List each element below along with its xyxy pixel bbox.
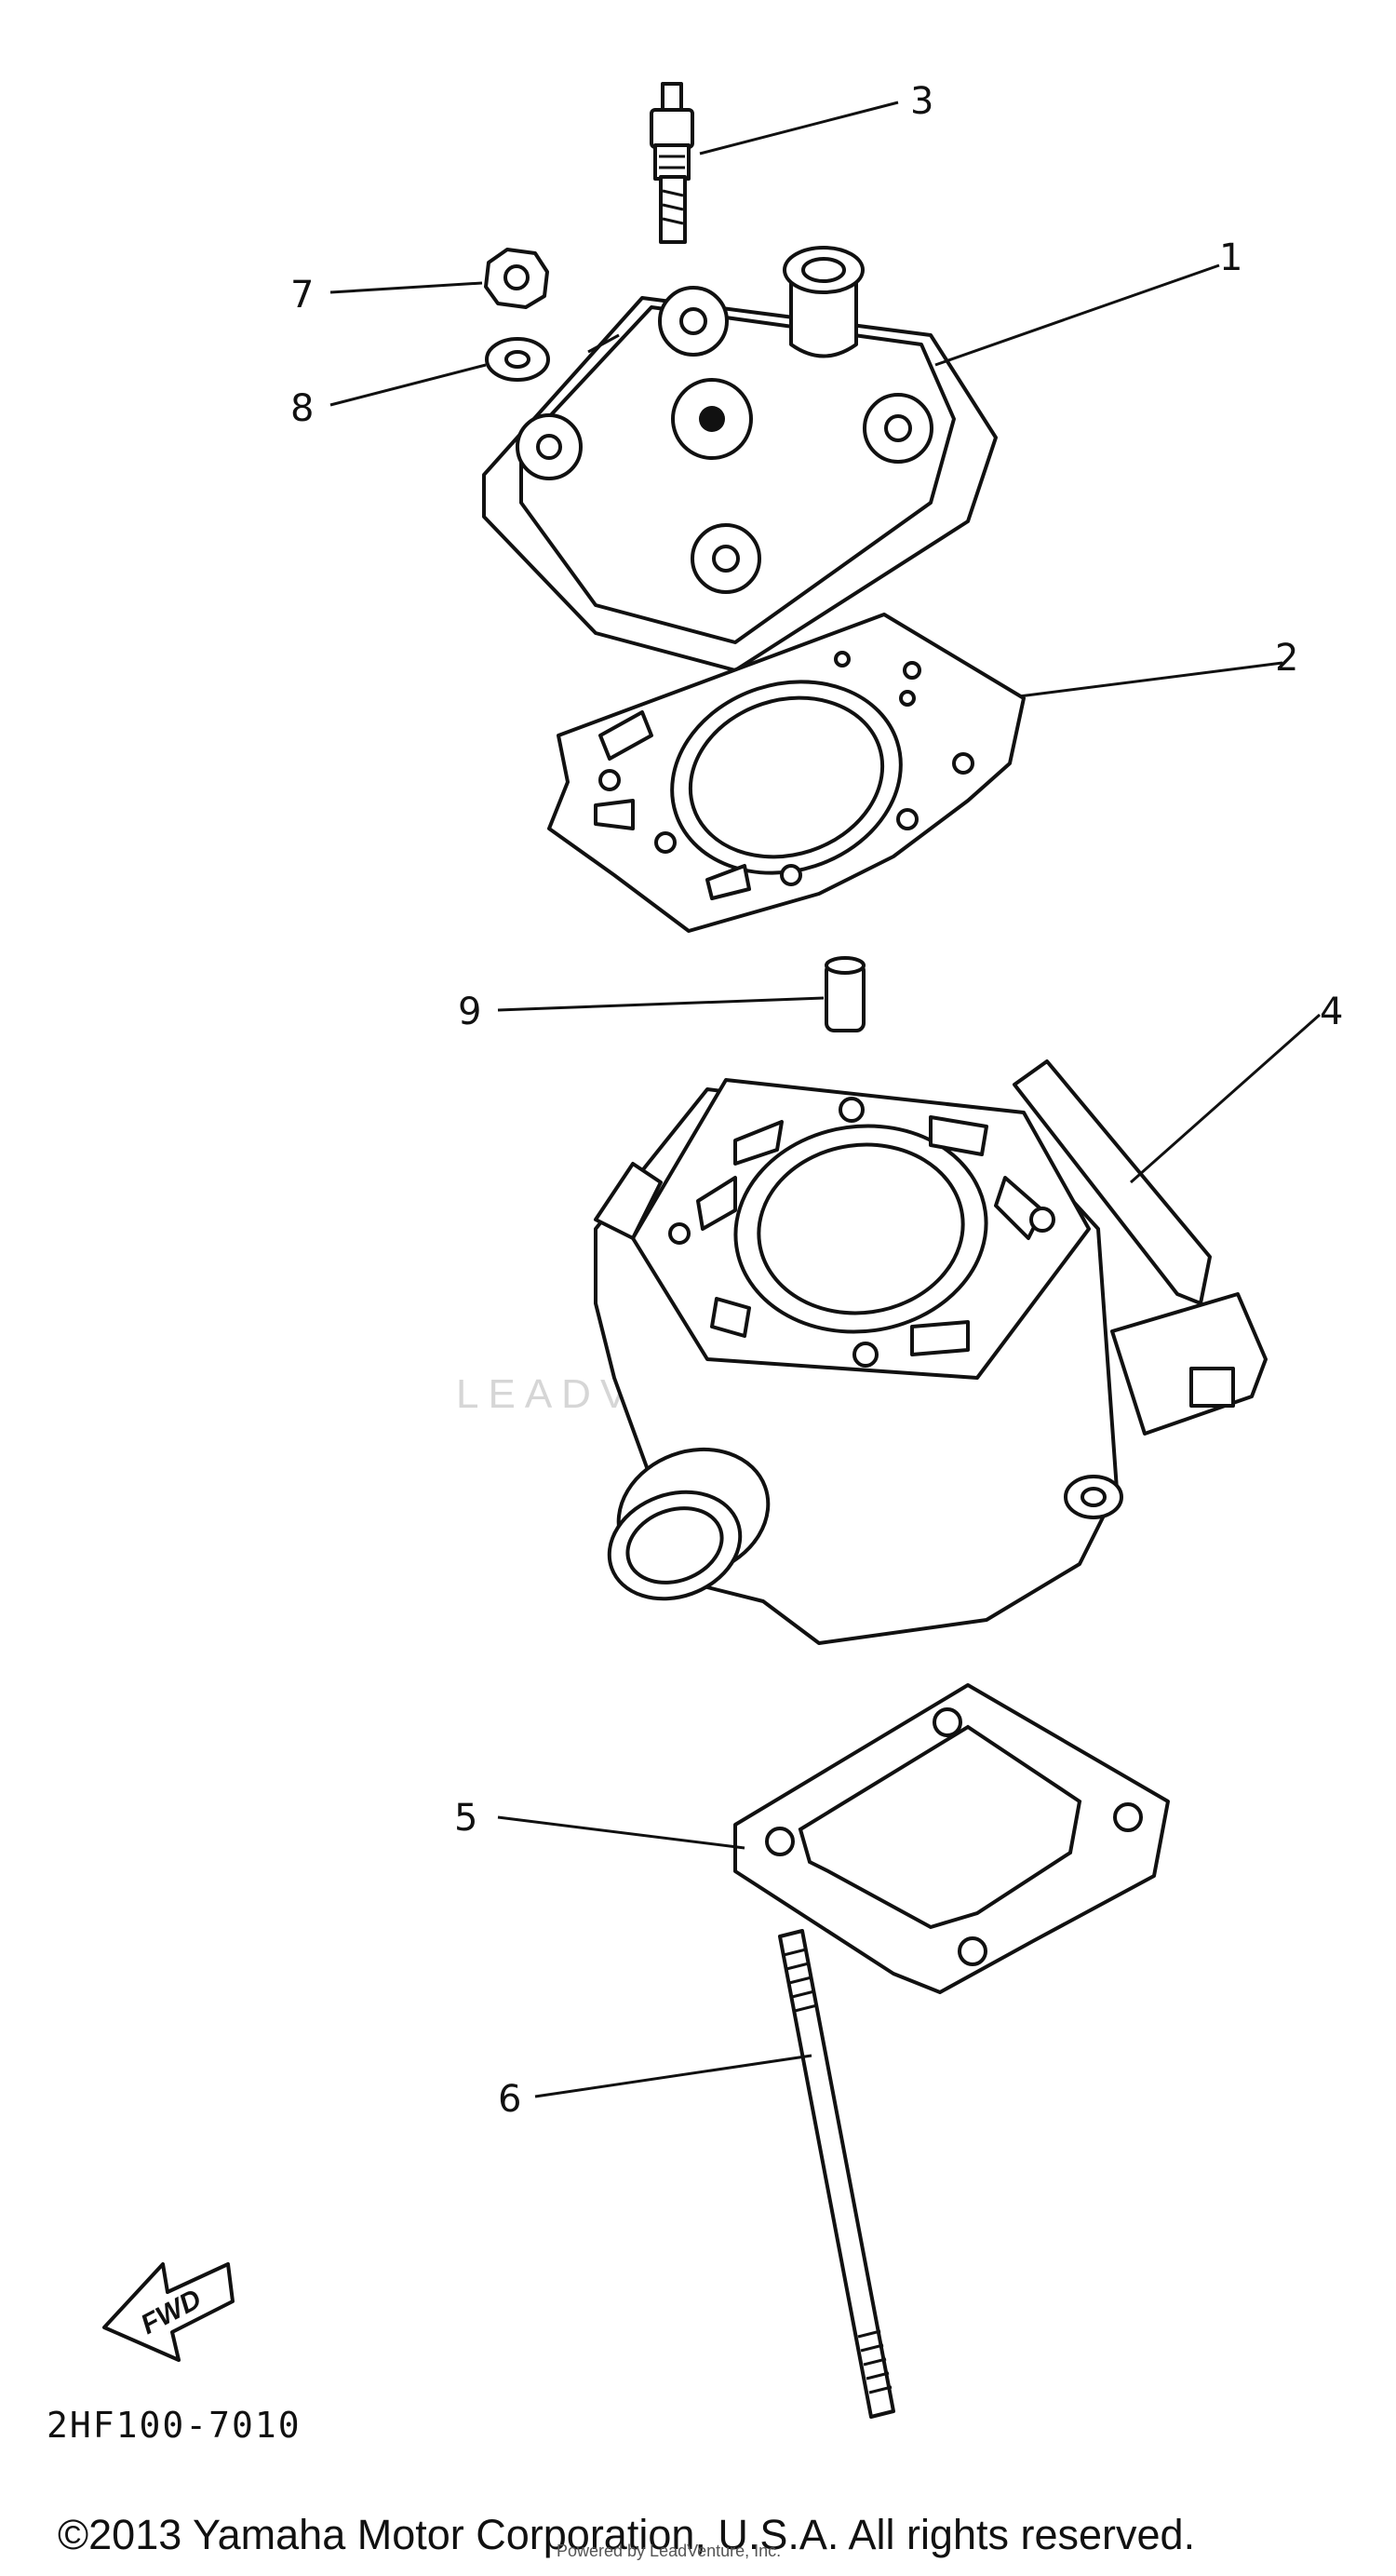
callout-9: 9	[458, 991, 481, 1033]
head-gasket-part[interactable]	[547, 613, 1026, 933]
spark-plug-part[interactable]	[650, 82, 694, 244]
dowel-pin-part[interactable]	[825, 956, 866, 1032]
callout-3: 3	[910, 80, 933, 123]
figure-code: 2HF100-7010	[47, 2405, 302, 2446]
callout-5: 5	[454, 1797, 477, 1840]
base-gasket-part[interactable]	[733, 1683, 1170, 1994]
faint-credit: Powered by LeadVenture, Inc.	[557, 2542, 781, 2560]
callout-2: 2	[1275, 637, 1298, 680]
washer-part[interactable]	[485, 337, 550, 382]
callout-1: 1	[1219, 236, 1242, 279]
callout-6: 6	[498, 2078, 521, 2121]
cylinder-head-part[interactable]	[482, 246, 998, 672]
stud-bolt-part[interactable]	[778, 1929, 895, 2419]
callout-4: 4	[1320, 991, 1343, 1033]
callout-7: 7	[290, 274, 314, 317]
nut-part[interactable]	[484, 248, 549, 309]
fwd-arrow-icon: FWD	[102, 2262, 235, 2362]
callout-8: 8	[290, 387, 314, 430]
cylinder-part[interactable]	[594, 1059, 1268, 1645]
copyright-text: ©2013 Yamaha Motor Corporation, U.S.A. A…	[58, 2511, 1195, 2558]
